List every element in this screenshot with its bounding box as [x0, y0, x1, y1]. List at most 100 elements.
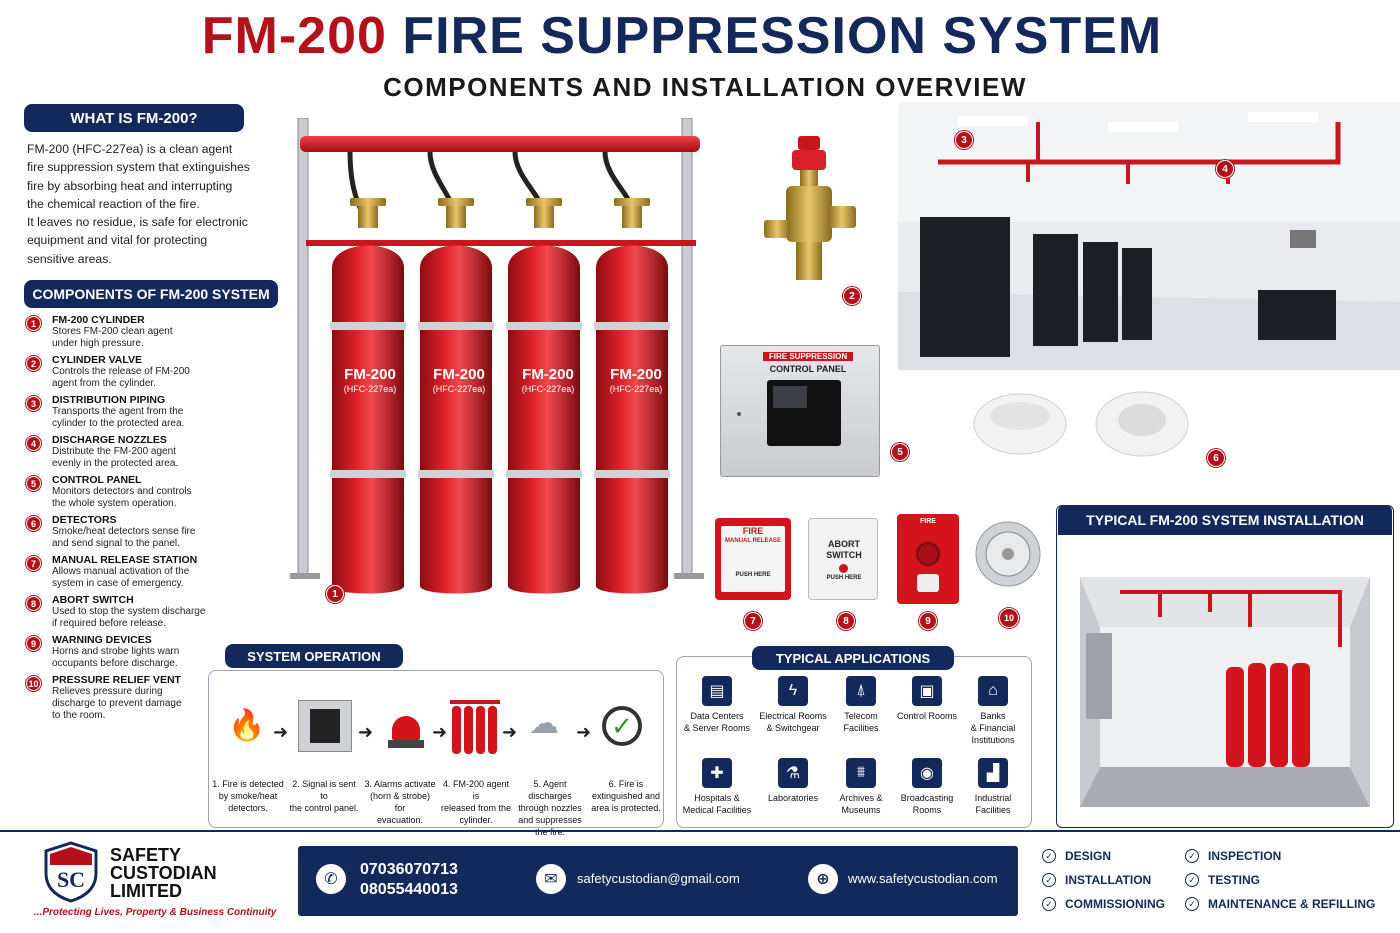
service-item: ✓COMMISSIONING [1042, 897, 1165, 911]
manual-line1: FIRE [742, 526, 764, 536]
check-circle-icon: ✓ [1042, 897, 1056, 911]
application-label: Banks [980, 711, 1006, 721]
application-label: Institutions [971, 735, 1015, 745]
cylinder-sublabel-text: (HFC-227ea) [609, 384, 663, 394]
operation-step-line: and suppresses [518, 815, 582, 825]
monitor-icon: ▣ [912, 676, 942, 706]
cylinder-label-text: FM-200 [610, 366, 662, 383]
cylinder-label-text: FM-200 [344, 366, 396, 383]
control-panel-image: FIRE SUPPRESSION CONTROL PANEL [720, 345, 880, 477]
component-description: cylinder to the protected area. [52, 418, 185, 429]
electrical-icon: ϟ [778, 676, 808, 706]
page-title: FM-200 FIRE SUPPRESSION SYSTEM [0, 6, 1364, 66]
component-title: CONTROL PANEL [52, 474, 142, 486]
component-title: MANUAL RELEASE STATION [52, 554, 198, 566]
arrow-icon: ➜ [358, 722, 374, 742]
service-item: ✓DESIGN [1042, 849, 1111, 863]
service-label: INSPECTION [1208, 849, 1282, 863]
callout-6: 6 [1207, 449, 1225, 467]
application-label: Broadcasting [900, 793, 954, 803]
pressure-relief-vent [975, 521, 1041, 587]
application-label: & Server Rooms [683, 723, 751, 733]
fm200-cylinder-bank [290, 118, 704, 594]
application-label: Control Rooms [896, 711, 958, 721]
application-label: Data Centers [690, 711, 744, 721]
component-description: to the room. [52, 710, 106, 721]
fm200-cylinder [418, 198, 494, 594]
component-description: the whole system operation. [52, 498, 177, 509]
title-rest: FIRE SUPPRESSION SYSTEM [402, 7, 1163, 65]
manual-line3: PUSH HERE [735, 572, 771, 578]
component-title: WARNING DEVICES [52, 634, 152, 646]
cloud-icon: ☁ [529, 707, 559, 740]
warning-line1: FIRE [920, 518, 936, 525]
application-item: ✚Hospitals &Medical Facilities [680, 758, 754, 816]
component-number-badge: 5 [26, 476, 41, 491]
component-number-badge: 4 [26, 436, 41, 451]
operation-step-line: cylinder. [459, 815, 493, 825]
phone-number-2[interactable]: 08055440013 [360, 881, 458, 898]
operation-step-line: 3. Alarms activate [364, 779, 436, 789]
operation-step-line: (horn & strobe) for [369, 791, 431, 813]
what-description: FM-200 (HFC-227ea) is a clean agent fire… [27, 140, 267, 268]
application-label: & Switchgear [766, 723, 820, 733]
installation-heading: TYPICAL FM-200 SYSTEM INSTALLATION [1058, 505, 1392, 535]
component-description: Distribute the FM-200 agent [52, 446, 176, 457]
application-label: Laboratories [767, 793, 819, 803]
broadcast-icon: ◉ [912, 758, 942, 788]
component-number-badge: 8 [26, 596, 41, 611]
company-name-line: SAFETY [110, 845, 182, 865]
component-description: discharge to prevent damage [52, 698, 182, 709]
application-label: Industrial [974, 793, 1012, 803]
service-label: INSTALLATION [1065, 873, 1152, 887]
component-description: under high pressure. [52, 338, 144, 349]
arrow-icon: ➜ [432, 722, 448, 742]
what-line: FM-200 (HFC-227ea) is a clean agent [27, 142, 233, 156]
fire-icon: 🔥 [228, 709, 266, 742]
components-heading: COMPONENTS OF FM-200 SYSTEM [24, 280, 278, 308]
email-icon: ✉ [536, 864, 566, 894]
component-number-badge: 1 [26, 316, 41, 331]
application-label: Archives & [839, 793, 883, 803]
component-description: Monitors detectors and controls [52, 486, 192, 497]
abort-line1: ABORT [828, 539, 860, 549]
phone-number-1[interactable]: 07036070713 [360, 861, 458, 878]
check-circle-icon: ✓ [1042, 849, 1056, 863]
contact-bar [298, 846, 1018, 916]
website-link[interactable]: www.safetycustodian.com [848, 871, 998, 886]
operation-step-line: 5. Agent discharges [528, 779, 572, 801]
component-title: DISTRIBUTION PIPING [52, 394, 166, 406]
application-item: ▣ Control Rooms [890, 676, 964, 722]
panel-screen [767, 380, 841, 446]
service-item: ✓INSPECTION [1185, 849, 1281, 863]
manual-line2: MANUAL RELEASE [725, 538, 781, 544]
arrow-icon: ➜ [502, 722, 518, 742]
hospital-icon: ✚ [702, 758, 732, 788]
installation-diagram [1080, 577, 1370, 807]
component-title: FM-200 CYLINDER [52, 314, 145, 326]
what-line: fire by absorbing heat and interrupting [27, 178, 233, 193]
operation-step-line: 1. Fire is detected [212, 779, 284, 789]
email-link[interactable]: safetycustodian@gmail.com [577, 871, 740, 886]
service-label: MAINTENANCE & REFILLING [1208, 897, 1376, 911]
what-line: the chemical reaction of the fire. [27, 196, 200, 211]
service-item: ✓INSTALLATION [1042, 873, 1151, 887]
alarm-icon [384, 706, 428, 750]
application-label: & Financial [970, 723, 1016, 733]
panel-line2: CONTROL PANEL [769, 364, 847, 374]
component-description: Stores FM-200 clean agent [52, 326, 173, 337]
what-heading: WHAT IS FM-200? [24, 104, 244, 132]
company-name-line: LIMITED [110, 881, 182, 901]
